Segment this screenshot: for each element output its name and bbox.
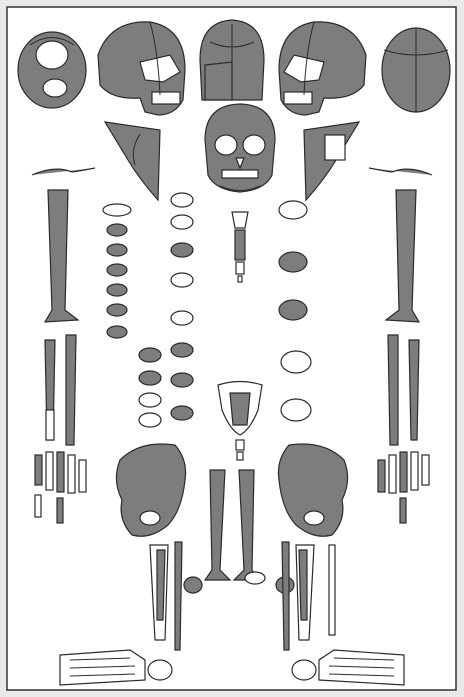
skull-superior-view <box>382 28 450 112</box>
skull-inferior-view <box>18 32 86 108</box>
skull-frontal-center <box>205 104 275 192</box>
patella-right <box>184 577 202 593</box>
skull-anterior-view <box>200 20 264 100</box>
